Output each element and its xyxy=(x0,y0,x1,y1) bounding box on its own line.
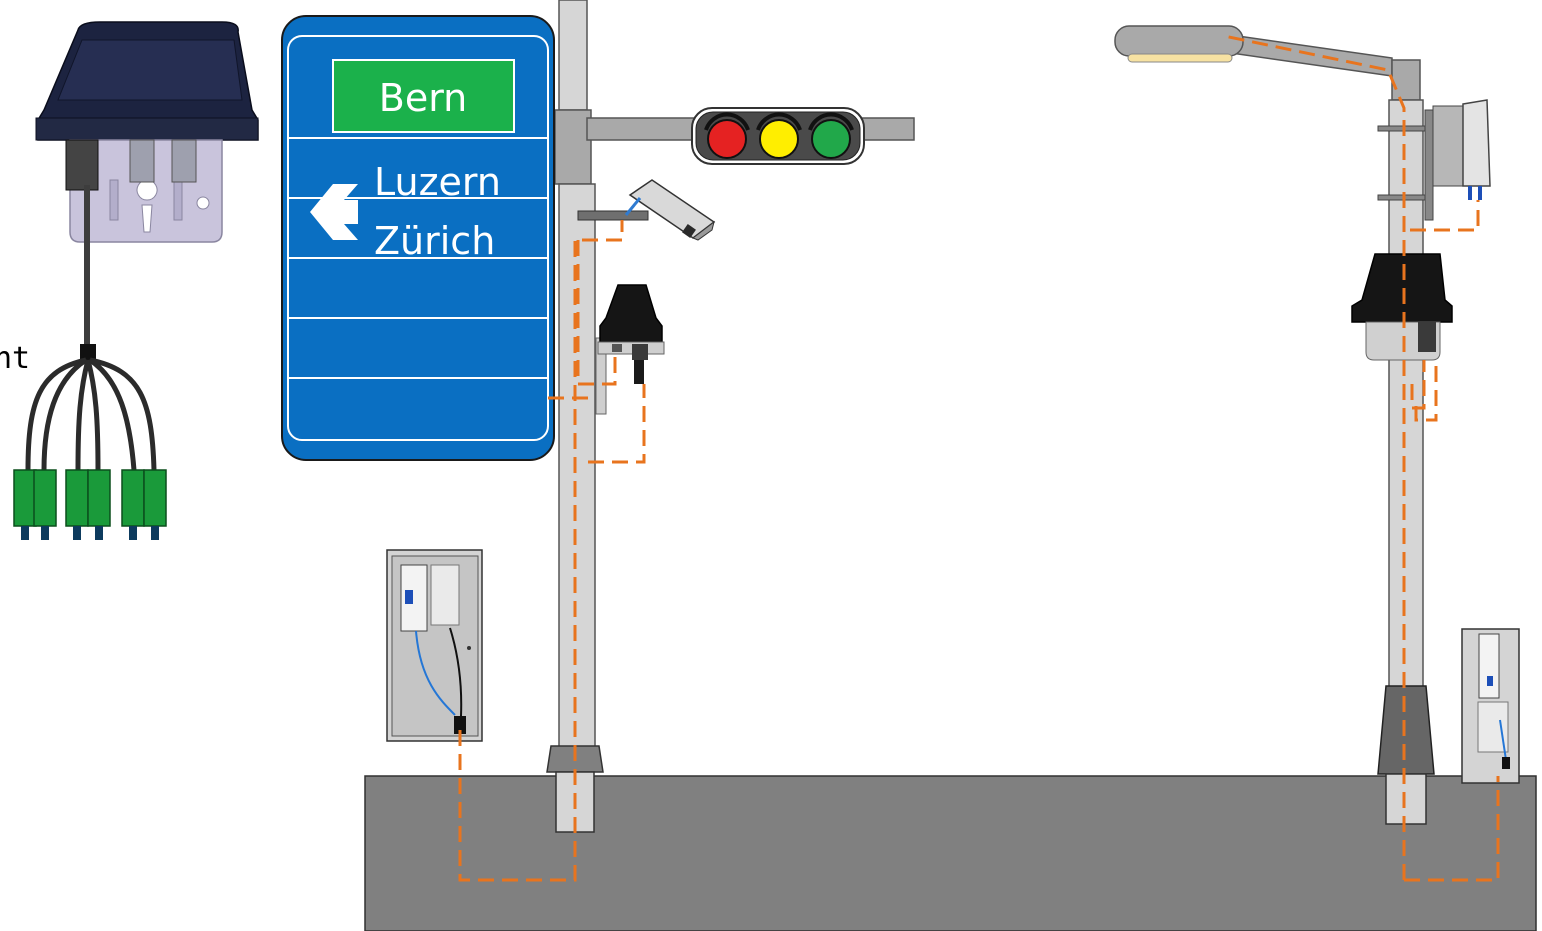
street-light-pole xyxy=(1114,25,1491,825)
yellow-lamp-icon xyxy=(759,119,799,159)
traffic-light xyxy=(691,107,865,165)
street-light-head xyxy=(1114,25,1244,57)
road-ground xyxy=(364,775,1537,931)
destination-line-2: Zürich xyxy=(374,219,495,263)
control-cabinet-left xyxy=(386,549,483,742)
fiber-routes xyxy=(458,34,1500,882)
green-lamp-icon xyxy=(811,119,851,159)
cut-off-label: nt xyxy=(0,341,30,376)
cable-splitter xyxy=(80,344,96,360)
control-cabinet-right xyxy=(1461,628,1520,784)
red-lamp-icon xyxy=(707,119,747,159)
pole-mounted-enclosure xyxy=(595,284,665,415)
connector-group xyxy=(13,469,167,527)
drop-cable xyxy=(84,185,90,345)
street-light-arm xyxy=(1223,33,1393,77)
destination-panel xyxy=(332,59,515,133)
road-sign: Bern Luzern Zürich xyxy=(281,15,555,461)
surveillance-camera-icon xyxy=(577,179,716,241)
terminal-box-detail: nt xyxy=(0,21,259,540)
destination-top: Bern xyxy=(379,76,468,120)
pole-shaft xyxy=(558,0,588,111)
left-arrow-icon xyxy=(310,184,358,240)
destination-line-1: Luzern xyxy=(374,160,501,204)
